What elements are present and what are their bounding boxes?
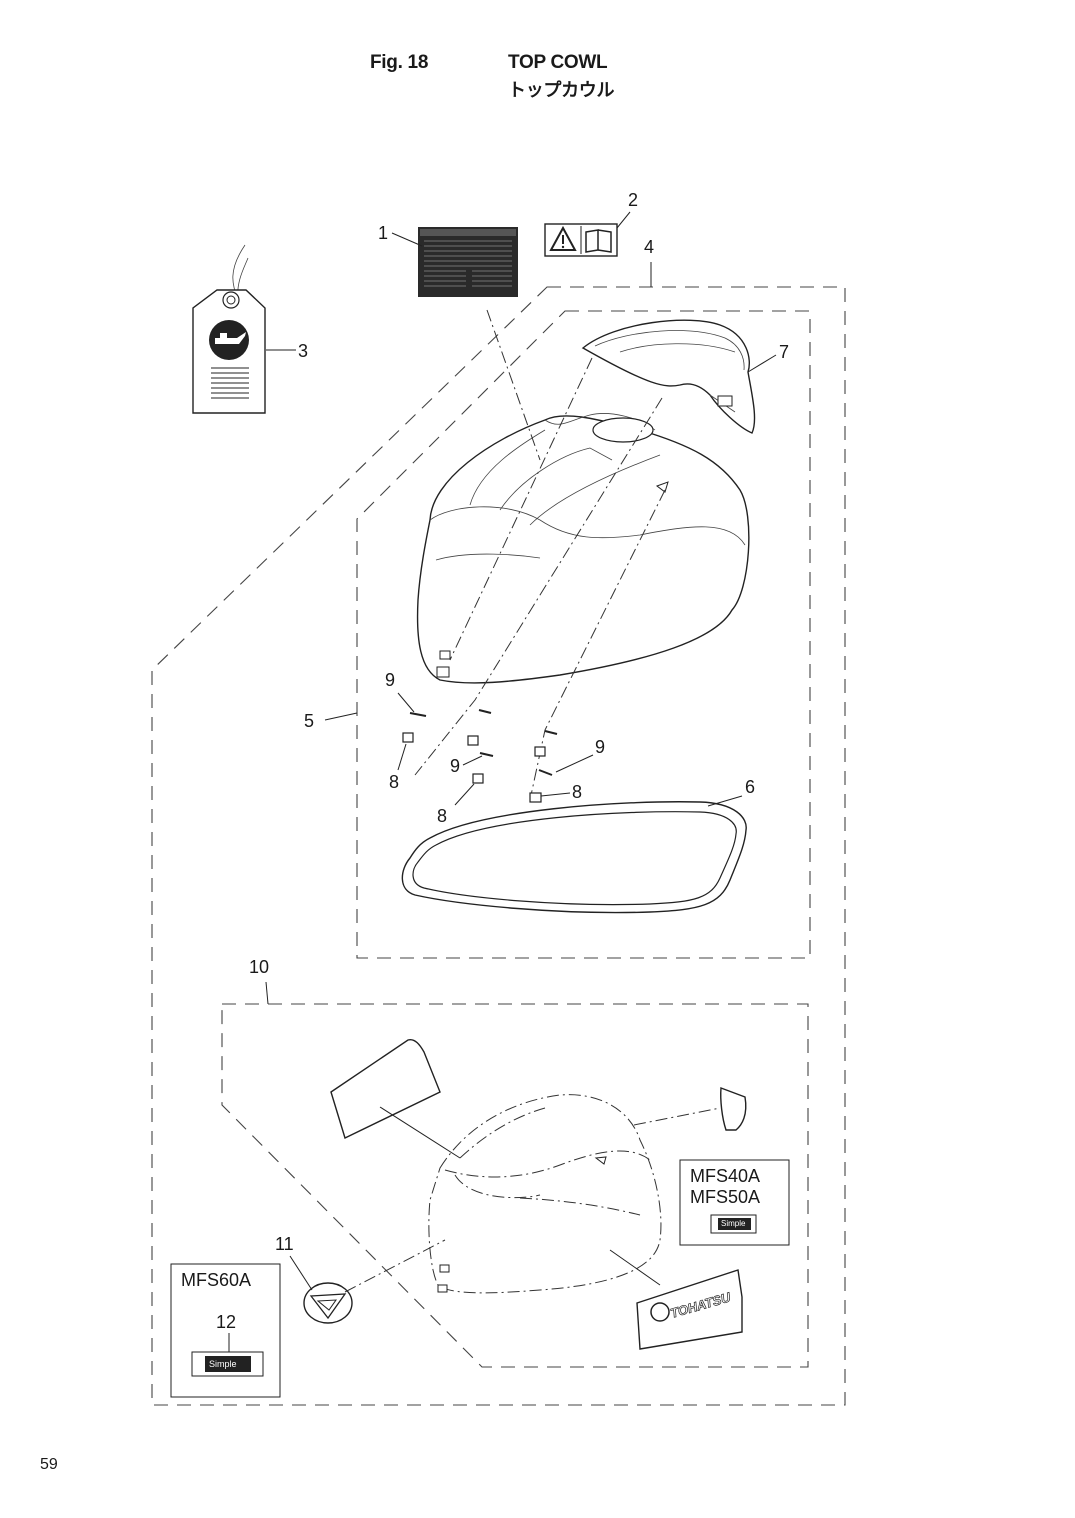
callout-9a: 9 bbox=[385, 670, 395, 690]
callout-5: 5 bbox=[304, 711, 314, 731]
simple-badge-part-12: Simple bbox=[191, 1351, 264, 1377]
callout-1: 1 bbox=[378, 223, 388, 243]
side-decal-left bbox=[330, 1038, 441, 1139]
oil-can-icon bbox=[209, 320, 249, 360]
callout-2: 2 bbox=[628, 190, 638, 210]
callout-11: 11 bbox=[275, 1234, 294, 1254]
callout-4: 4 bbox=[644, 237, 654, 257]
manual-book-icon bbox=[585, 229, 612, 253]
top-cover-part-7 bbox=[581, 319, 756, 434]
clip-pin-group bbox=[402, 709, 558, 803]
emblem-part-11 bbox=[303, 1282, 353, 1324]
top-cowl-body-part-5 bbox=[416, 413, 750, 684]
caution-label-part-2 bbox=[544, 223, 618, 257]
page-title: TOP COWL bbox=[508, 52, 608, 73]
figure-label: Fig. 18 bbox=[370, 52, 429, 73]
callout-10: 10 bbox=[249, 957, 269, 977]
side-decal-right bbox=[720, 1087, 747, 1131]
warning-label-part-1 bbox=[418, 227, 518, 297]
page-title-japanese: トップカウル bbox=[508, 80, 615, 100]
callout-6: 6 bbox=[745, 777, 755, 797]
callout-7: 7 bbox=[779, 342, 789, 362]
seal-rubber-part-6 bbox=[401, 801, 747, 914]
brand-decal: TOHATSU bbox=[636, 1269, 743, 1350]
callout-9b: 9 bbox=[450, 756, 460, 776]
model-label-mfs60a: MFS60A bbox=[181, 1270, 251, 1290]
callout-9c: 9 bbox=[595, 737, 605, 757]
model-label-mfs40a: MFS40A bbox=[690, 1166, 760, 1186]
callout-3: 3 bbox=[298, 341, 308, 361]
callout-12: 12 bbox=[216, 1312, 236, 1332]
warning-triangle-icon bbox=[549, 225, 577, 251]
page-number: 59 bbox=[40, 1456, 58, 1473]
simple-badge-right-text: Simple bbox=[721, 1219, 746, 1228]
callout-8a: 8 bbox=[389, 772, 399, 792]
decal-layout-cowl bbox=[428, 1094, 662, 1294]
decal-set-boundary-10 bbox=[221, 1003, 809, 1368]
callout-8c: 8 bbox=[572, 782, 582, 802]
simple-badge-left-text: Simple bbox=[209, 1359, 237, 1369]
oil-tag-part-3 bbox=[192, 244, 266, 414]
model-label-mfs50a: MFS50A bbox=[690, 1187, 760, 1207]
callout-8b: 8 bbox=[437, 806, 447, 826]
simple-badge-right: Simple bbox=[710, 1214, 757, 1234]
